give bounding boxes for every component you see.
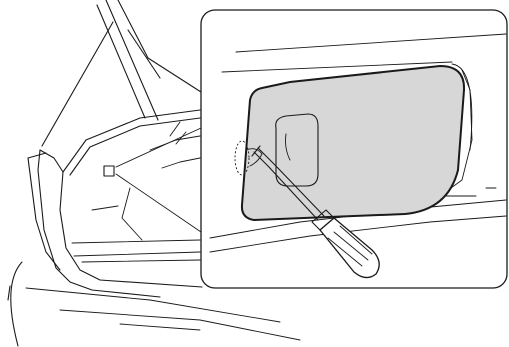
detail-inset [201, 10, 507, 288]
location-marker-icon [104, 166, 114, 176]
access-cover-panel-icon [242, 66, 464, 220]
